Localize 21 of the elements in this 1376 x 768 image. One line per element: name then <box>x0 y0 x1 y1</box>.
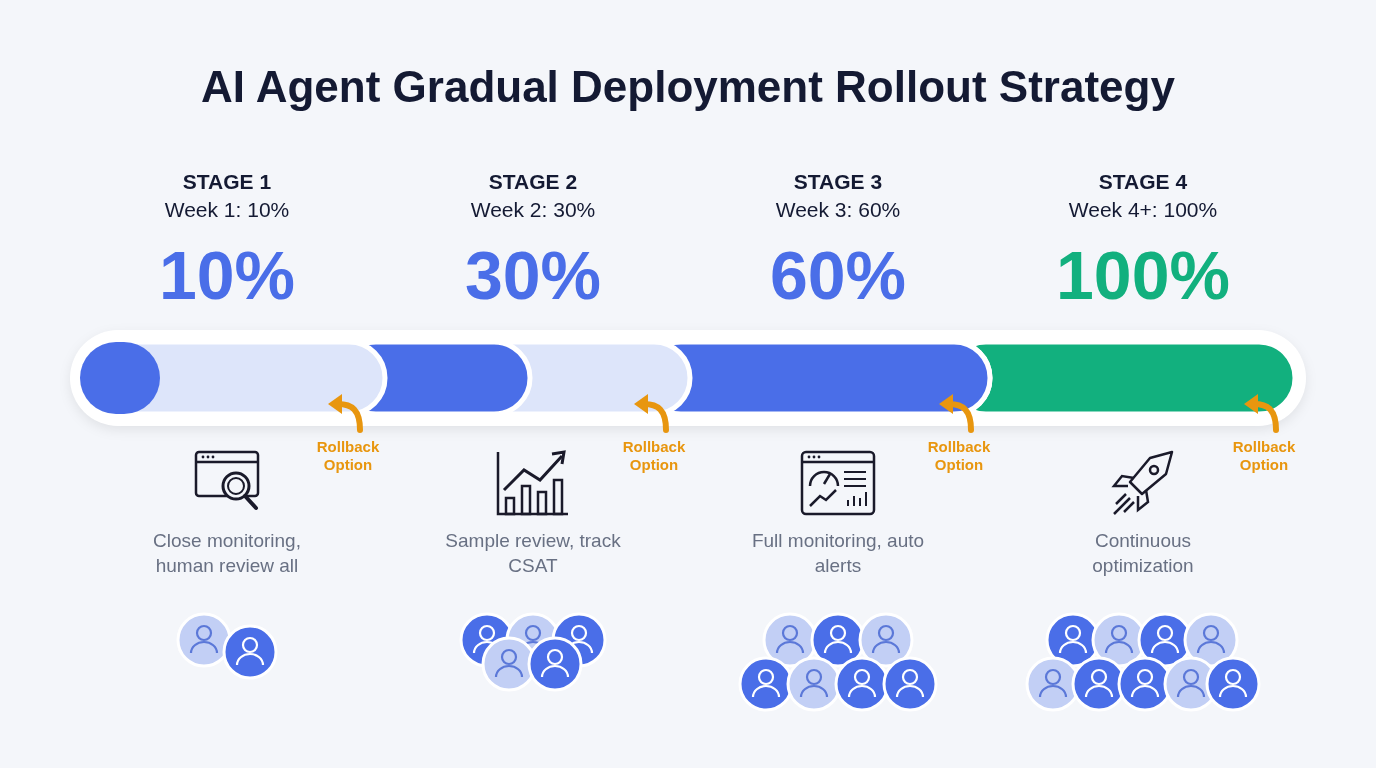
rollback-label: Rollback Option <box>926 438 992 474</box>
stage-description: Continuous optimization <box>1091 529 1195 578</box>
stage-description: Close monitoring, human review all <box>152 529 302 578</box>
percentage-value: 30% <box>463 236 603 314</box>
week-label: Week 3: 60% <box>774 198 902 222</box>
stage-heading: STAGE 4 <box>1097 170 1189 194</box>
stage-heading: STAGE 1 <box>181 170 273 194</box>
week-label: Week 1: 10% <box>163 198 291 222</box>
percentage-value: 100% <box>1055 236 1231 314</box>
percentage-value: 10% <box>157 236 297 314</box>
week-label: Week 2: 30% <box>469 198 597 222</box>
percentage-value: 60% <box>768 236 908 314</box>
week-label: Week 4+: 100% <box>1067 198 1219 222</box>
stage-heading: STAGE 2 <box>487 170 579 194</box>
rollback-label: Rollback Option <box>621 438 687 474</box>
stage-description: Full monitoring, auto alerts <box>750 529 926 578</box>
rollback-label: Rollback Option <box>1231 438 1297 474</box>
rollback-label: Rollback Option <box>315 438 381 474</box>
stage-description: Sample review, track CSAT <box>444 529 622 578</box>
title: AI Agent Gradual Deployment Rollout Strategy <box>200 62 1176 112</box>
stage-heading: STAGE 3 <box>792 170 884 194</box>
